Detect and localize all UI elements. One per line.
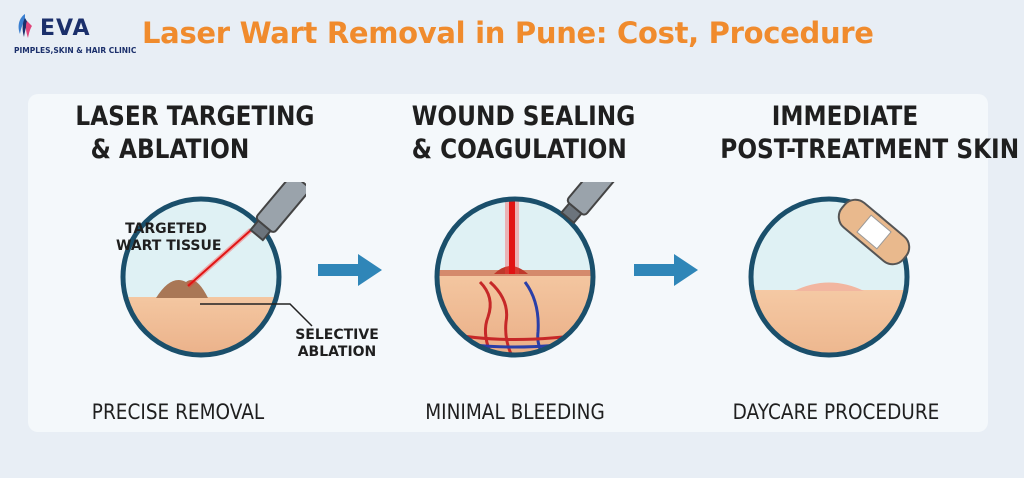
- arrow-right-icon: [318, 254, 382, 286]
- step-1-title: LASER TARGETING & ABLATION: [75, 101, 315, 165]
- step-2-title: WOUND SEALING & COAGULATION: [411, 101, 636, 165]
- wing-logo-icon: [18, 14, 32, 38]
- step-2-caption: MINIMAL BLEEDING: [425, 400, 605, 424]
- bandage-icon: [837, 198, 911, 266]
- step-1-illustration: [120, 182, 306, 358]
- targeted-wart-label: TARGETED WART TISSUE: [116, 221, 222, 254]
- step-2-illustration: [434, 182, 618, 358]
- header: EVA PIMPLES,SKIN & HAIR CLINIC Laser War…: [0, 0, 1024, 78]
- brand-tagline: PIMPLES,SKIN & HAIR CLINIC: [14, 46, 137, 55]
- arrow-right-icon: [634, 254, 698, 286]
- selective-ablation-label: SELECTIVE ABLATION: [295, 327, 379, 360]
- step-3-caption: DAYCARE PROCEDURE: [732, 400, 940, 424]
- step-1-caption: PRECISE REMOVAL: [91, 400, 265, 424]
- page-title: Laser Wart Removal in Pune: Cost, Proced…: [142, 16, 874, 50]
- laser-handpiece-icon: [249, 182, 306, 242]
- step-3-title: IMMEDIATE POST-TREATMENT SKIN: [720, 101, 1020, 165]
- wart-tissue: [156, 280, 208, 298]
- selective-ablation-pointer: [200, 303, 313, 327]
- clinic-logo[interactable]: EVA PIMPLES,SKIN & HAIR CLINIC: [14, 10, 136, 55]
- laser-handpiece-icon: [560, 182, 618, 225]
- brand-name: EVA: [40, 16, 91, 41]
- step-3-illustration: [748, 196, 911, 358]
